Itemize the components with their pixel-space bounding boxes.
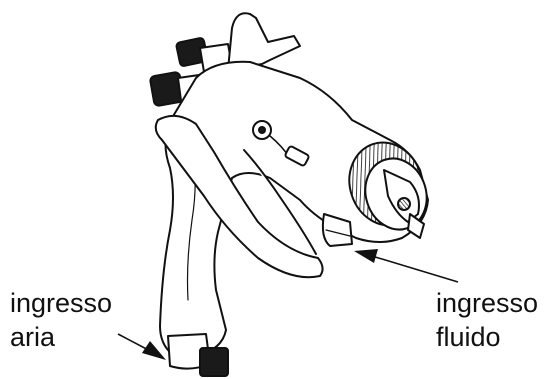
fluid-inlet-arrowhead [354, 249, 378, 263]
fluid-inlet-leader [354, 249, 458, 282]
fluid-inlet-label-line2: fluido [436, 320, 538, 354]
fluid-inlet-label: ingresso fluido [436, 286, 538, 354]
air-inlet-arrowhead [142, 341, 166, 360]
air-inlet-label: ingresso aria [10, 286, 112, 354]
air-inlet-label-line1: ingresso [10, 286, 112, 320]
air-inlet-leader [118, 334, 166, 360]
air-inlet-label-line2: aria [10, 320, 112, 354]
spray-gun [150, 13, 436, 376]
fluid-inlet-label-line1: ingresso [436, 286, 538, 320]
